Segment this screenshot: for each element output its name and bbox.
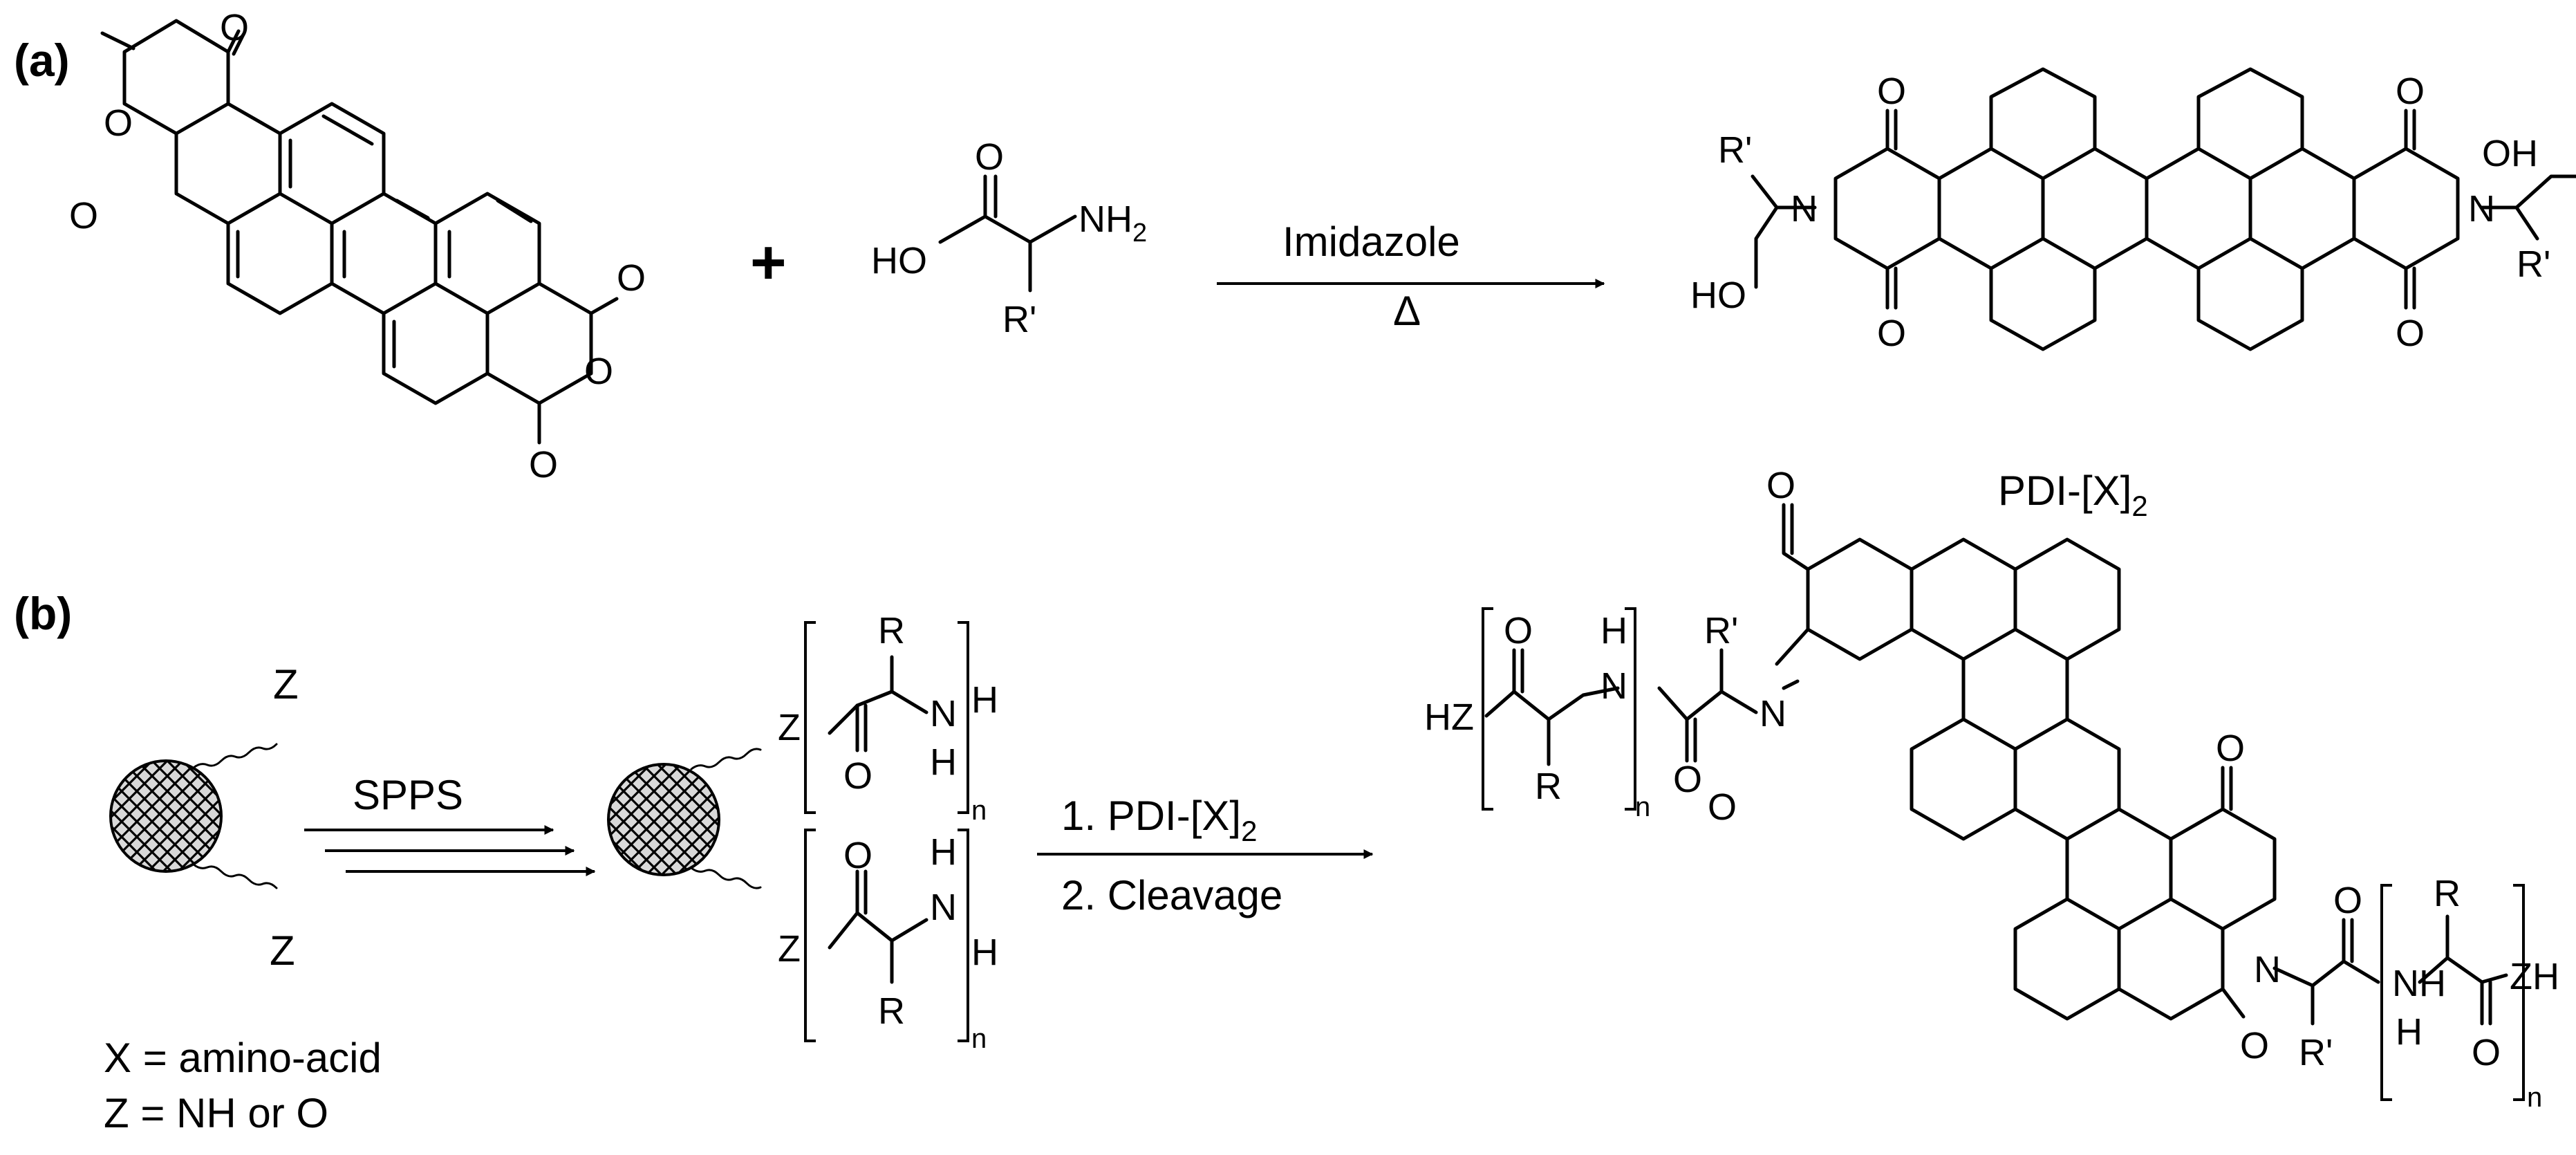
- peptide-chain-upper: [804, 621, 969, 814]
- atom-h: H: [971, 932, 998, 973]
- atom-o: O: [1673, 759, 1702, 800]
- atom-r-prime: R': [1718, 129, 1752, 171]
- atom-r: R: [878, 610, 905, 652]
- atom-n: N: [2468, 188, 2495, 230]
- atom-o: O: [69, 195, 98, 237]
- product-label-pdi-x2: PDI-[X]2: [1998, 468, 2148, 522]
- atom-z: Z: [273, 661, 299, 708]
- arrow-label-pdi-x2: 1. PDI-[X]2: [1061, 793, 1257, 847]
- atom-r-prime: R': [2299, 1032, 2333, 1073]
- atom-n: N: [2254, 949, 2281, 990]
- linker-wavy: [690, 748, 762, 770]
- plus-sign: +: [750, 228, 787, 297]
- linker-wavy: [192, 863, 278, 889]
- atom-o: O: [1766, 465, 1795, 506]
- final-product-structure: [1482, 503, 2525, 1101]
- atom-o: O: [2216, 728, 2245, 769]
- arrow-label-imidazole: Imidazole: [1282, 219, 1460, 265]
- linker-wavy: [690, 867, 762, 889]
- atom-o: O: [1504, 610, 1533, 652]
- atom-o: O: [975, 136, 1004, 178]
- final-product-atoms: HZ O H N R n R' O N O O O N O R' O NH H …: [1424, 465, 2559, 1113]
- atom-o: O: [2472, 1032, 2501, 1073]
- atom-n: N: [930, 887, 957, 928]
- atom-r: R: [1535, 766, 1562, 807]
- linker-wavy: [192, 743, 278, 769]
- atom-n: N: [1791, 188, 1818, 230]
- atom-o: O: [584, 351, 613, 392]
- atom-oh: OH: [2482, 133, 2538, 174]
- atom-o: O: [104, 102, 133, 144]
- panel-label-a: (a): [14, 35, 70, 86]
- atom-z: Z: [778, 928, 801, 970]
- atom-o: O: [220, 7, 249, 48]
- resin-bead: [109, 759, 223, 873]
- pdi-product-structure: [1751, 67, 2576, 351]
- atom-o: O: [617, 257, 646, 299]
- atom-h: H: [2396, 1011, 2423, 1053]
- atom-r-prime: R': [2517, 243, 2550, 285]
- atom-n: N: [1760, 693, 1786, 734]
- atom-n-subscript: n: [2527, 1082, 2542, 1113]
- atom-o: O: [529, 444, 558, 486]
- atom-n: N: [1600, 665, 1627, 707]
- atom-h: H: [1600, 610, 1627, 652]
- atom-o: O: [2240, 1025, 2269, 1066]
- atom-r-prime: R': [1704, 610, 1738, 652]
- atom-h: H: [930, 831, 957, 873]
- atom-nh2: NH2: [1079, 198, 1147, 248]
- atom-o: O: [843, 755, 872, 797]
- atom-zh: ZH: [2510, 956, 2559, 997]
- perylene-dianhydride-atoms: O O O O O O: [69, 7, 646, 486]
- atom-nh: NH: [2392, 963, 2446, 1004]
- perylene-dianhydride-structure: [100, 19, 619, 445]
- arrow-label-heat: Δ: [1393, 288, 1421, 334]
- amino-acid-structure: [938, 174, 1077, 293]
- resin-bead: [607, 763, 720, 876]
- legend-z: Z = NH or O: [104, 1090, 328, 1136]
- atom-o: O: [1877, 71, 1906, 112]
- atom-hz: HZ: [1424, 696, 1474, 738]
- atom-ho: HO: [871, 240, 927, 281]
- atom-r: R: [878, 990, 905, 1032]
- amino-acid-atoms: O HO NH2 R': [871, 136, 1147, 340]
- pdi-product-atoms: O O O O N N R' HO OH R': [1690, 71, 2550, 354]
- arrow-label-cleavage: 2. Cleavage: [1061, 872, 1282, 918]
- atom-n-subscript: n: [971, 795, 987, 826]
- atom-o: O: [2396, 71, 2425, 112]
- atom-o: O: [1877, 313, 1906, 354]
- atom-h: H: [971, 679, 998, 721]
- atom-ho: HO: [1690, 275, 1746, 316]
- atom-n: N: [930, 693, 957, 734]
- atom-z: Z: [778, 707, 801, 748]
- atom-o: O: [2396, 313, 2425, 354]
- atom-o: O: [2333, 880, 2362, 921]
- peptide-chain-lower: [804, 829, 969, 1042]
- panel-label-b: (b): [14, 588, 72, 639]
- atom-o: O: [1708, 786, 1737, 828]
- atom-n-subscript: n: [971, 1024, 987, 1054]
- arrow-label-spps: SPPS: [353, 772, 463, 818]
- atom-z: Z: [270, 927, 295, 974]
- legend-x: X = amino-acid: [104, 1035, 382, 1081]
- atom-o: O: [843, 835, 872, 876]
- atom-r: R: [2434, 873, 2461, 914]
- atom-n-subscript: n: [1635, 792, 1650, 822]
- atom-h: H: [930, 741, 957, 783]
- atom-r-prime: R': [1002, 299, 1036, 340]
